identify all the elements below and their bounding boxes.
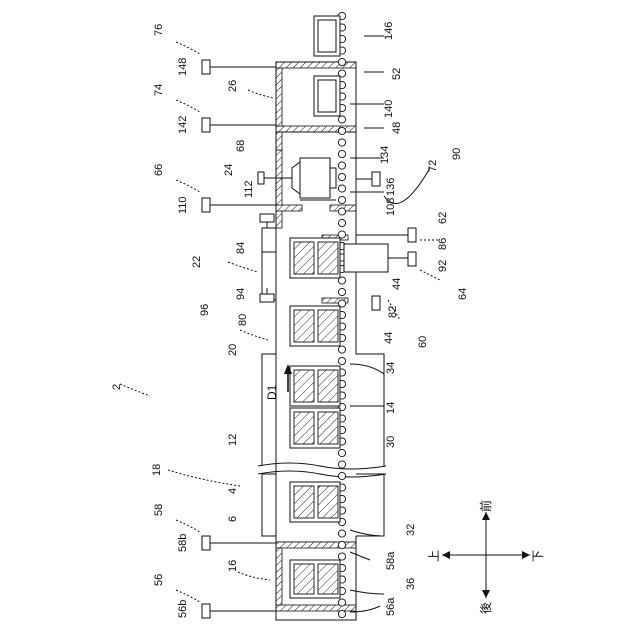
transfer-device — [258, 158, 336, 200]
roller — [338, 185, 345, 192]
label-96: 96 — [199, 304, 211, 316]
roller — [338, 449, 345, 456]
label-80: 80 — [237, 314, 249, 326]
label-44a: 44 — [391, 278, 403, 290]
label-58a: 58a — [385, 551, 397, 570]
label-108: 108 — [385, 198, 397, 216]
label-52: 52 — [391, 68, 403, 80]
label-110: 110 — [177, 196, 189, 214]
workpiece — [294, 310, 314, 342]
label-94: 94 — [235, 288, 247, 300]
roller — [338, 127, 345, 134]
direction-label: D1 — [265, 384, 279, 400]
roller — [338, 553, 345, 560]
roller — [338, 219, 345, 226]
label-76: 76 — [153, 24, 165, 36]
direction-arrow: D1 — [265, 364, 292, 400]
label-56a: 56a — [385, 597, 397, 616]
workpiece — [294, 564, 314, 594]
label-4: 4 — [227, 488, 239, 494]
label-142: 142 — [177, 116, 189, 134]
roller — [338, 58, 345, 65]
compass: 上 下 前 後 — [427, 500, 545, 614]
roller — [338, 139, 345, 146]
workpiece — [318, 564, 338, 594]
label-56b: 56b — [177, 600, 189, 618]
label-18: 18 — [151, 464, 163, 476]
roller — [338, 208, 345, 215]
label-32: 32 — [405, 524, 417, 536]
roller — [338, 461, 345, 468]
label-16: 16 — [227, 560, 239, 572]
label-2: 2 — [111, 384, 123, 390]
label-82: 82 — [387, 306, 399, 318]
workpiece — [318, 370, 338, 402]
label-64: 64 — [457, 288, 469, 300]
roller — [338, 599, 345, 606]
label-36: 36 — [405, 578, 417, 590]
workpiece — [294, 242, 314, 274]
label-112: 112 — [243, 180, 255, 198]
label-68: 68 — [235, 140, 247, 152]
workpiece — [294, 412, 314, 444]
roller — [338, 231, 345, 238]
compass-front: 前 — [478, 500, 493, 512]
label-148: 148 — [177, 58, 189, 76]
label-58: 58 — [153, 504, 165, 516]
elevator-device — [344, 244, 408, 272]
roller — [338, 196, 345, 203]
workpiece — [318, 486, 338, 518]
workpiece — [318, 310, 338, 342]
workpiece — [318, 242, 338, 274]
label-58b: 58b — [177, 534, 189, 552]
roller — [338, 346, 345, 353]
roller — [338, 288, 345, 295]
label-56: 56 — [153, 574, 165, 586]
roller — [338, 162, 345, 169]
workpiece — [318, 412, 338, 444]
label-140: 140 — [383, 100, 395, 118]
label-14: 14 — [385, 402, 397, 414]
roller — [338, 357, 345, 364]
label-86: 86 — [437, 238, 449, 250]
label-146: 146 — [383, 22, 395, 40]
roller — [338, 472, 345, 479]
workpiece — [294, 486, 314, 518]
compass-down: 下 — [531, 550, 545, 562]
label-60: 60 — [417, 336, 429, 348]
label-34: 34 — [385, 362, 397, 374]
label-62: 62 — [437, 212, 449, 224]
label-66: 66 — [153, 164, 165, 176]
roller — [338, 610, 345, 617]
label-26: 26 — [227, 80, 239, 92]
label-74: 74 — [153, 84, 165, 96]
label-6: 6 — [227, 516, 239, 522]
roller — [338, 173, 345, 180]
label-22: 22 — [191, 256, 203, 268]
label-134: 134 — [379, 146, 391, 164]
label-72: 72 — [427, 160, 439, 172]
label-90: 90 — [451, 148, 463, 160]
roller — [338, 150, 345, 157]
label-44b: 44 — [383, 332, 395, 344]
label-48: 48 — [391, 122, 403, 134]
label-84: 84 — [235, 242, 247, 254]
label-20: 20 — [227, 344, 239, 356]
label-12: 12 — [227, 434, 239, 446]
workpiece — [294, 370, 314, 402]
label-30: 30 — [385, 436, 397, 448]
label-92: 92 — [437, 260, 449, 272]
label-24: 24 — [223, 164, 235, 176]
roller — [338, 530, 345, 537]
compass-up: 上 — [427, 550, 441, 562]
compass-back: 後 — [479, 602, 493, 614]
label-136: 136 — [385, 178, 397, 196]
roller — [338, 541, 345, 548]
roller — [338, 116, 345, 123]
